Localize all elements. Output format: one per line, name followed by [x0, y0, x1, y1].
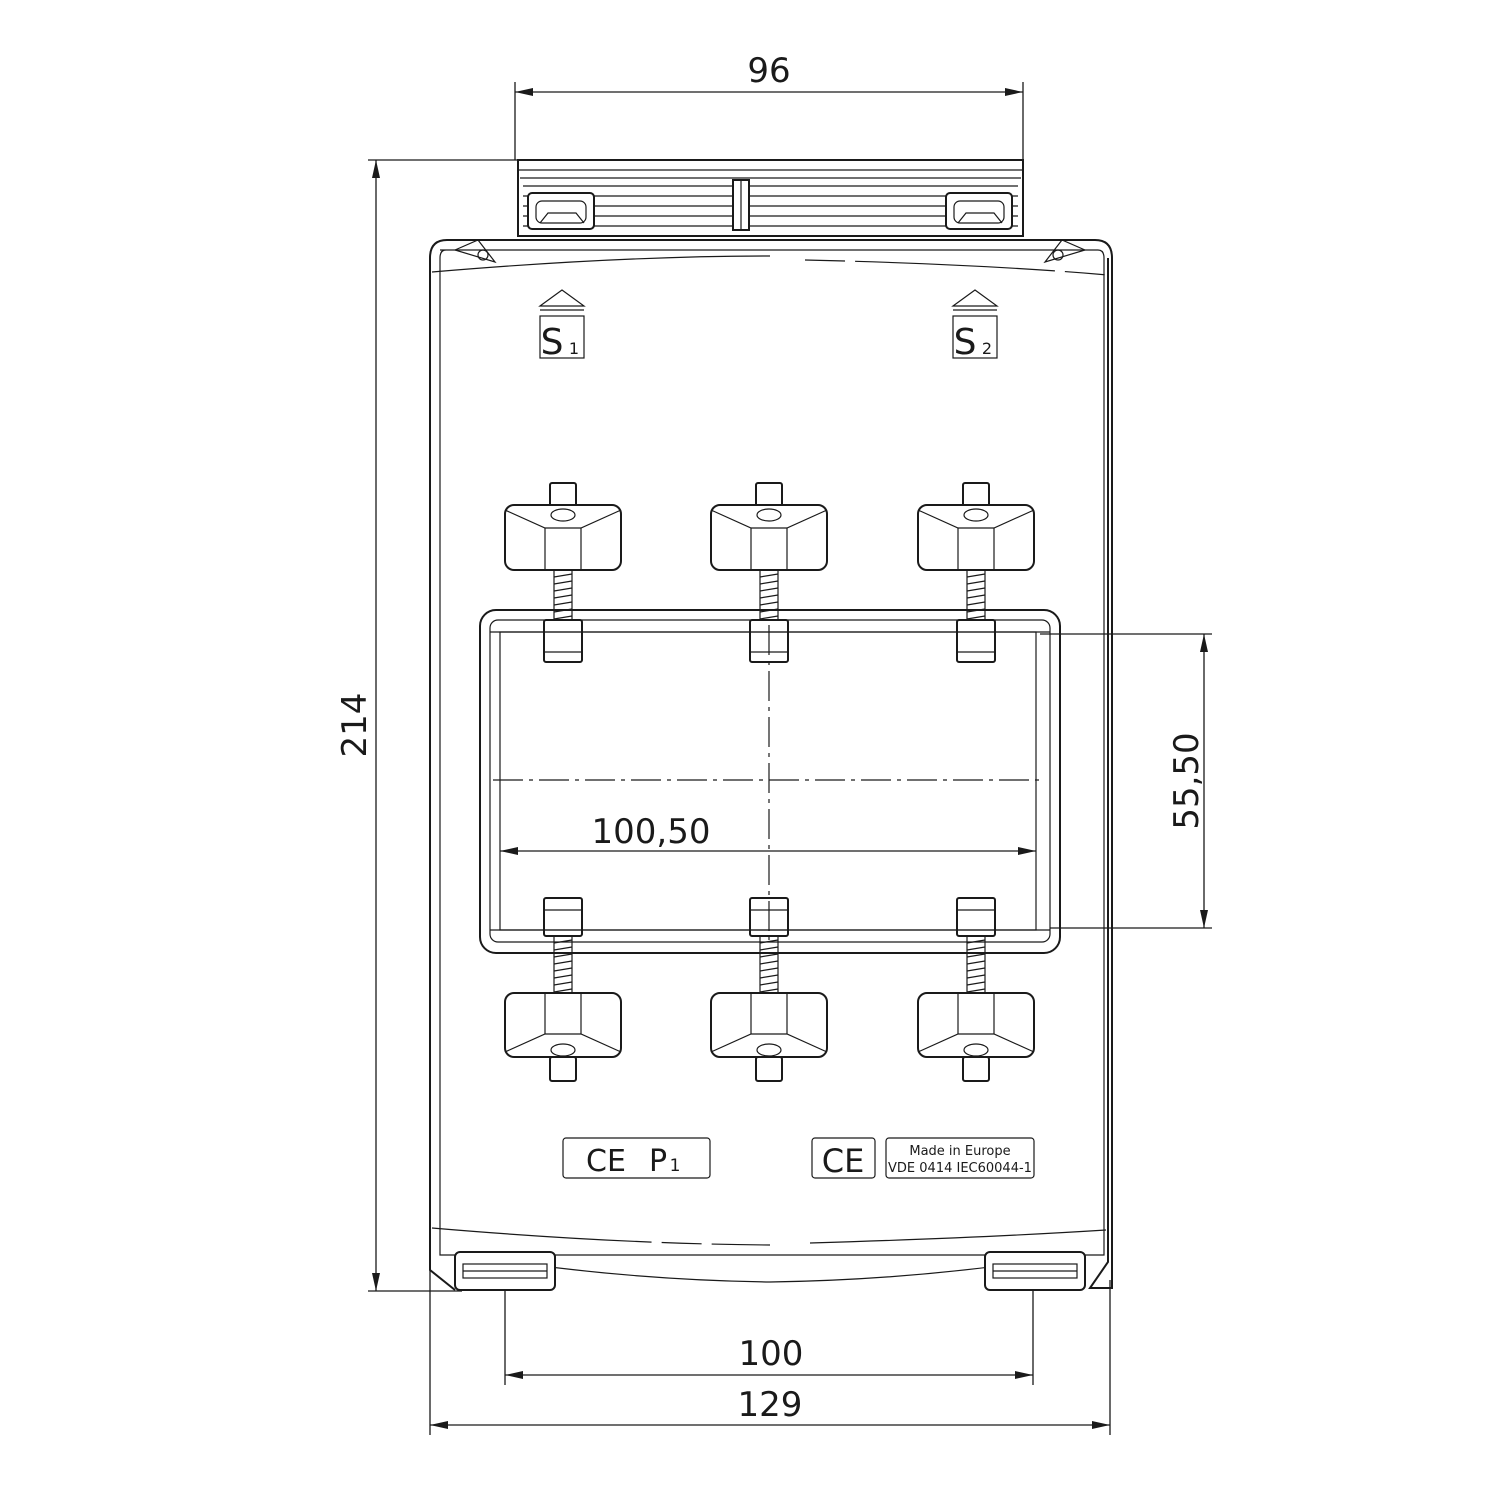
dimension-window-height: 55,50 [1040, 633, 1212, 929]
label-plate-ce-large: CE [811, 1137, 876, 1180]
label-plate-ce-p1: CE P 1 [562, 1137, 711, 1179]
terminal-top-3 [917, 482, 1035, 663]
s1-index: 1 [569, 339, 579, 358]
terminal-top-1 [504, 482, 622, 663]
ce-mark: CE [586, 1144, 626, 1179]
dimension-label-base-width: 100 [739, 1334, 804, 1374]
label-plate-origin: Made in Europe VDE 0414 IEC60044-1 [885, 1137, 1035, 1179]
ce-mark-large: CE [822, 1142, 865, 1180]
made-in-label: Made in Europe [909, 1144, 1010, 1159]
terminal-bottom-3 [917, 897, 1035, 1082]
terminal-screws [504, 482, 1035, 1082]
terminal-bottom-1 [504, 897, 622, 1082]
p1-letter: P [649, 1144, 667, 1179]
dimension-overall-height: 214 [335, 159, 518, 1292]
dimension-label-overall-width: 129 [738, 1385, 803, 1425]
dimension-overall-width: 129 [429, 1270, 1111, 1435]
terminal-mark-s2: S 2 [951, 289, 999, 363]
top-connector-clip [517, 159, 1024, 237]
dimension-base-width: 100 [504, 1290, 1034, 1385]
dimension-top-width: 96 [514, 51, 1024, 160]
s2-letter: S [954, 322, 977, 363]
busbar-window [479, 609, 1061, 954]
s1-letter: S [541, 322, 564, 363]
dimension-label-window-height: 55,50 [1167, 732, 1207, 829]
terminal-mark-s1: S 1 [538, 289, 586, 363]
dimension-window-width: 100,50 [500, 812, 1036, 855]
s2-index: 2 [982, 339, 992, 358]
dimension-label-overall-height: 214 [335, 693, 375, 758]
terminal-top-2 [710, 482, 828, 663]
housing-body [429, 239, 1113, 1291]
dimension-label-top-width: 96 [747, 51, 790, 91]
terminal-bottom-2 [710, 897, 828, 1082]
dimension-label-window-width: 100,50 [592, 812, 711, 852]
standard-label: VDE 0414 IEC60044-1 [888, 1161, 1032, 1176]
p1-index: 1 [670, 1156, 681, 1176]
